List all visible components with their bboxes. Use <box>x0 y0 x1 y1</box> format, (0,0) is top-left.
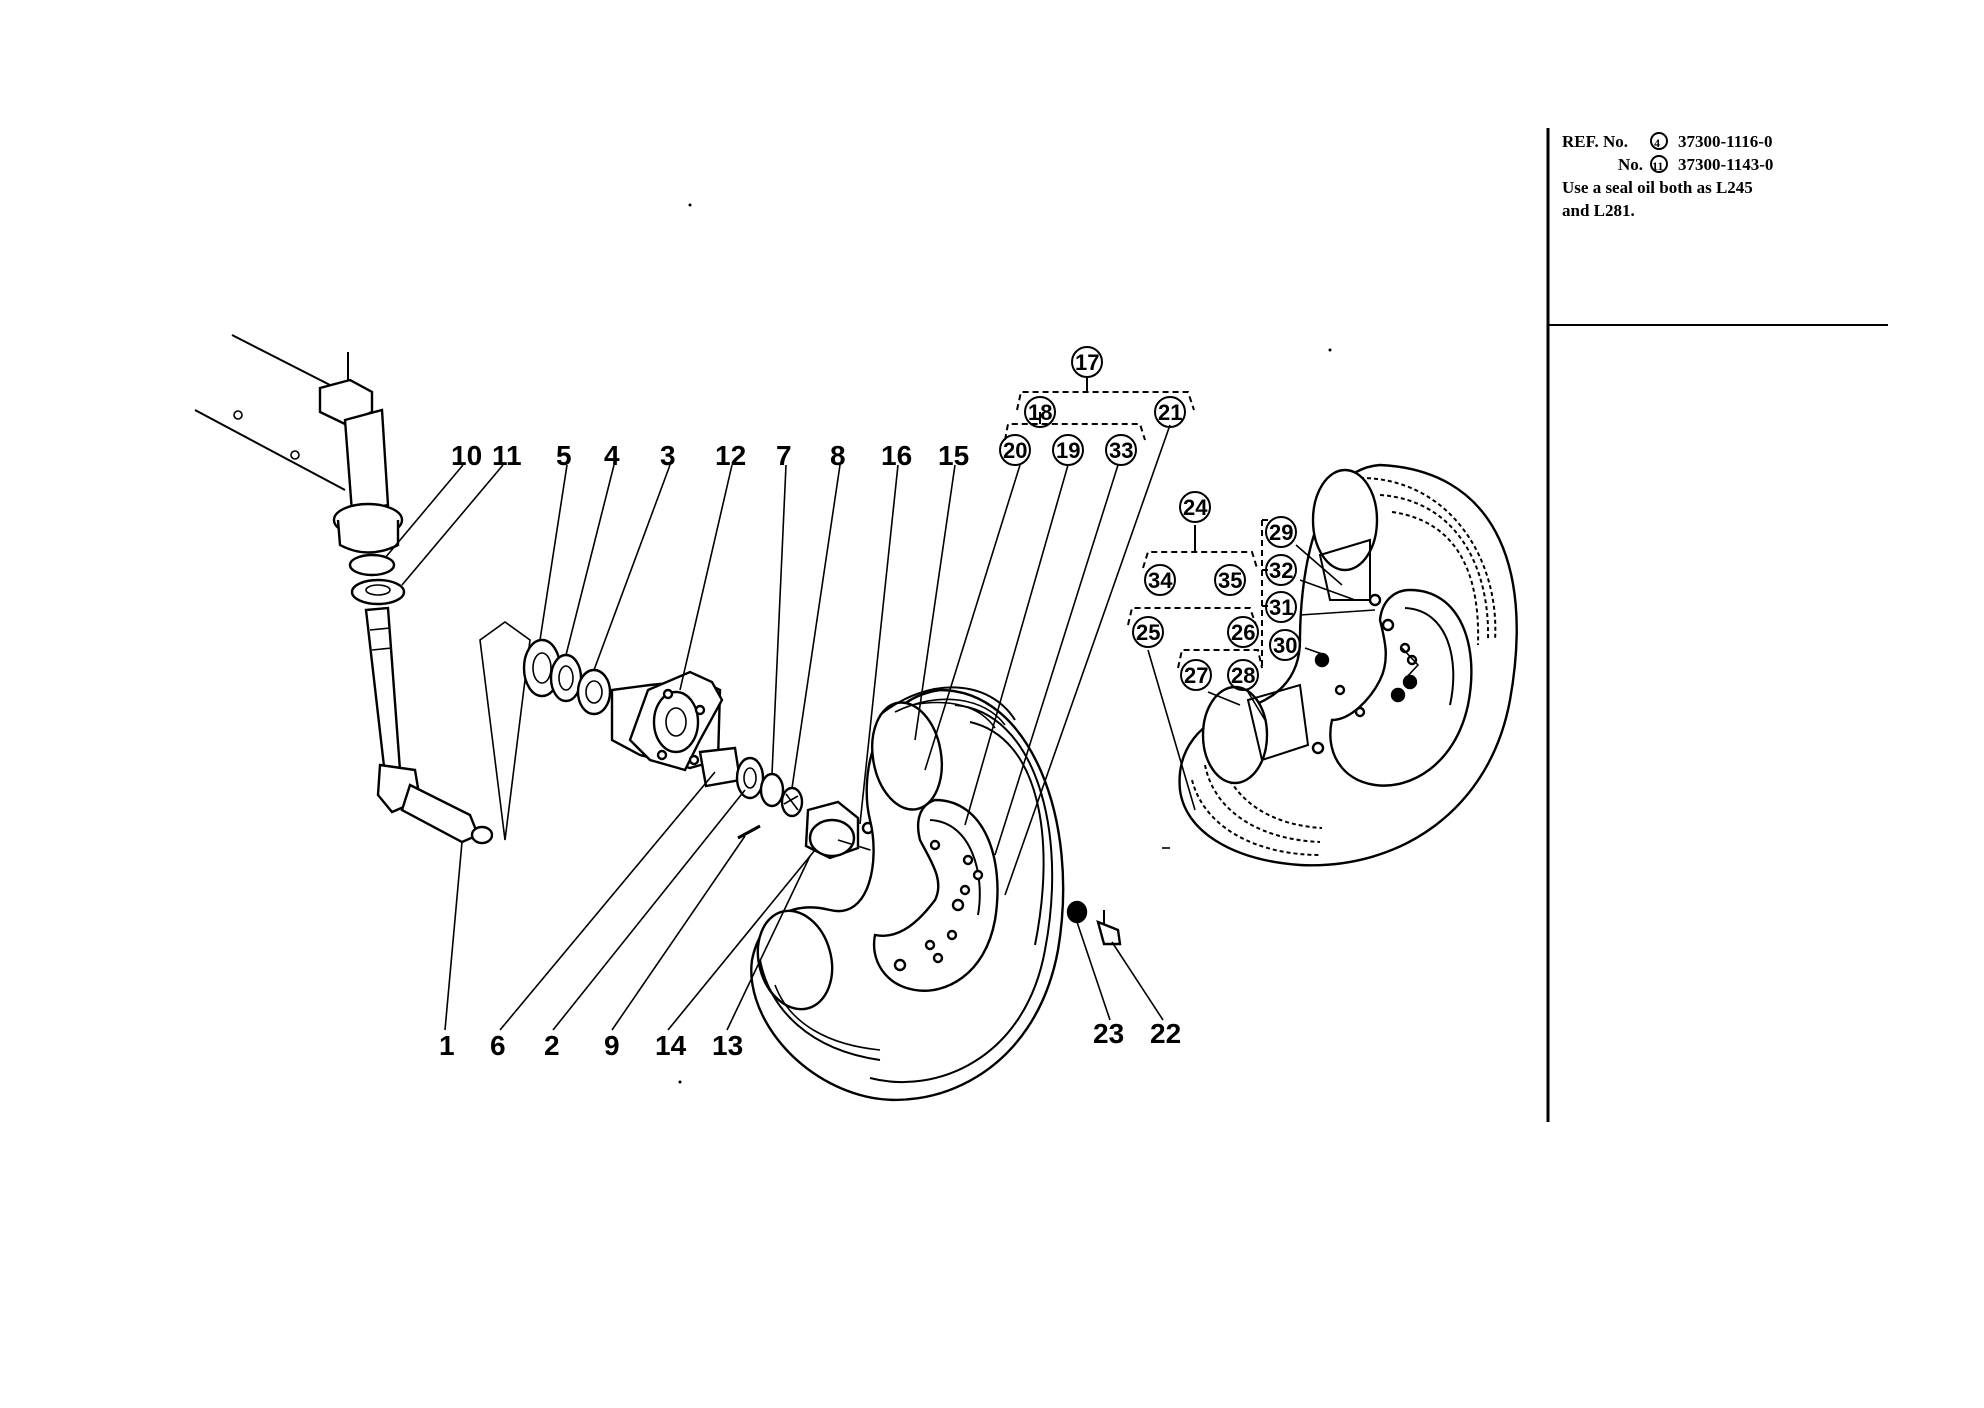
ref-note-line1-part: 37300-1116-0 <box>1678 132 1772 151</box>
ref-note-line1-ref: 4 <box>1654 136 1660 150</box>
callout-10: 10 <box>451 440 482 471</box>
callout-14: 14 <box>655 1030 687 1061</box>
callout-20: 20 <box>1003 438 1027 463</box>
callout-26: 26 <box>1231 620 1255 645</box>
callout-19: 19 <box>1056 438 1080 463</box>
callout-21: 21 <box>1158 400 1182 425</box>
ref-note-line1-prefix: REF. No. <box>1562 132 1628 151</box>
callout-33: 33 <box>1109 438 1133 463</box>
callout-24: 24 <box>1183 495 1208 520</box>
callout-7: 7 <box>776 440 792 471</box>
callout-4: 4 <box>604 440 620 471</box>
callout-32: 32 <box>1269 558 1293 583</box>
callout-23: 23 <box>1093 1018 1124 1049</box>
leader-lines <box>384 424 1376 1031</box>
rear-wheel-right <box>1162 463 1518 867</box>
hub-assembly <box>522 638 1081 916</box>
reference-note-panel: REF. No. 4 37300-1116-0 No. 11 37300-114… <box>1546 128 1888 1122</box>
callout-29: 29 <box>1269 520 1293 545</box>
grouping-brackets <box>1004 378 1270 669</box>
callout-35: 35 <box>1218 568 1242 593</box>
callout-12: 12 <box>715 440 746 471</box>
callout-25: 25 <box>1136 620 1160 645</box>
callout-17: 17 <box>1075 350 1099 375</box>
callout-labels: 10 11 5 4 3 12 7 8 16 15 1 6 2 9 14 13 2… <box>439 346 1301 1061</box>
callout-11: 11 <box>492 440 522 471</box>
callout-6: 6 <box>490 1030 506 1061</box>
ref-note-line3: Use a seal oil both as L245 <box>1562 178 1753 197</box>
ref-note-line4: and L281. <box>1562 201 1635 220</box>
callout-16: 16 <box>881 440 912 471</box>
callout-18: 18 <box>1028 400 1052 425</box>
callout-27: 27 <box>1184 663 1208 688</box>
ref-note-line2-part: 37300-1143-0 <box>1678 155 1773 174</box>
callout-8: 8 <box>830 440 846 471</box>
callout-15: 15 <box>938 440 969 471</box>
ref-note-line2-ref: 11 <box>1652 159 1663 173</box>
callout-34: 34 <box>1148 568 1173 593</box>
callout-9: 9 <box>604 1030 620 1061</box>
front-wheel-left <box>750 686 1122 1102</box>
callout-22: 22 <box>1150 1018 1181 1049</box>
callout-13: 13 <box>712 1030 743 1061</box>
ref-note-line2-prefix: No. <box>1618 155 1643 174</box>
callout-31: 31 <box>1269 595 1293 620</box>
callout-5: 5 <box>556 440 572 471</box>
callout-30: 30 <box>1273 633 1297 658</box>
front-axle-knuckle <box>194 334 531 845</box>
callout-3: 3 <box>660 440 676 471</box>
callout-28: 28 <box>1231 663 1255 688</box>
callout-2: 2 <box>544 1030 560 1061</box>
callout-1: 1 <box>439 1030 455 1061</box>
